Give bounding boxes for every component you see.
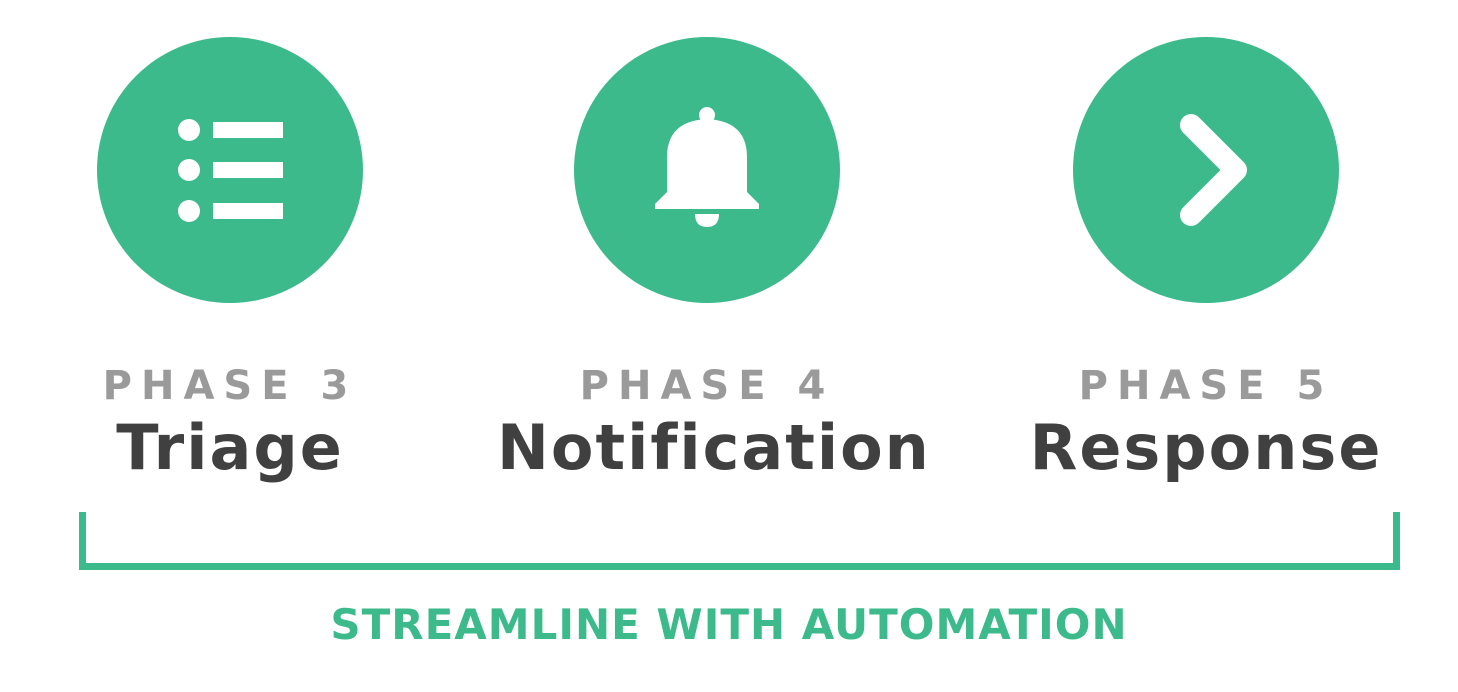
phase-label: PHASE 3 <box>102 363 358 409</box>
phase-4: PHASE 4 Notification <box>497 37 931 484</box>
grouping-bracket <box>79 512 1400 570</box>
phase-title: Response <box>1029 411 1383 484</box>
phase-5: PHASE 5 Response <box>996 37 1416 483</box>
phase-4-circle <box>574 37 840 303</box>
phase-title: Notification <box>497 411 931 484</box>
chevron-right-icon <box>1180 114 1247 226</box>
phase-label: PHASE 4 <box>579 363 835 409</box>
phase-label: PHASE 5 <box>1078 363 1334 409</box>
phase-title: Triage <box>116 411 344 484</box>
phase-3: PHASE 3 Triage <box>20 37 440 483</box>
phase-3-circle <box>97 37 363 303</box>
phase-5-circle <box>1073 37 1339 303</box>
bell-icon <box>655 107 759 227</box>
list-icon <box>178 119 283 222</box>
footer-caption: STREAMLINE WITH AUTOMATION <box>330 600 1128 649</box>
